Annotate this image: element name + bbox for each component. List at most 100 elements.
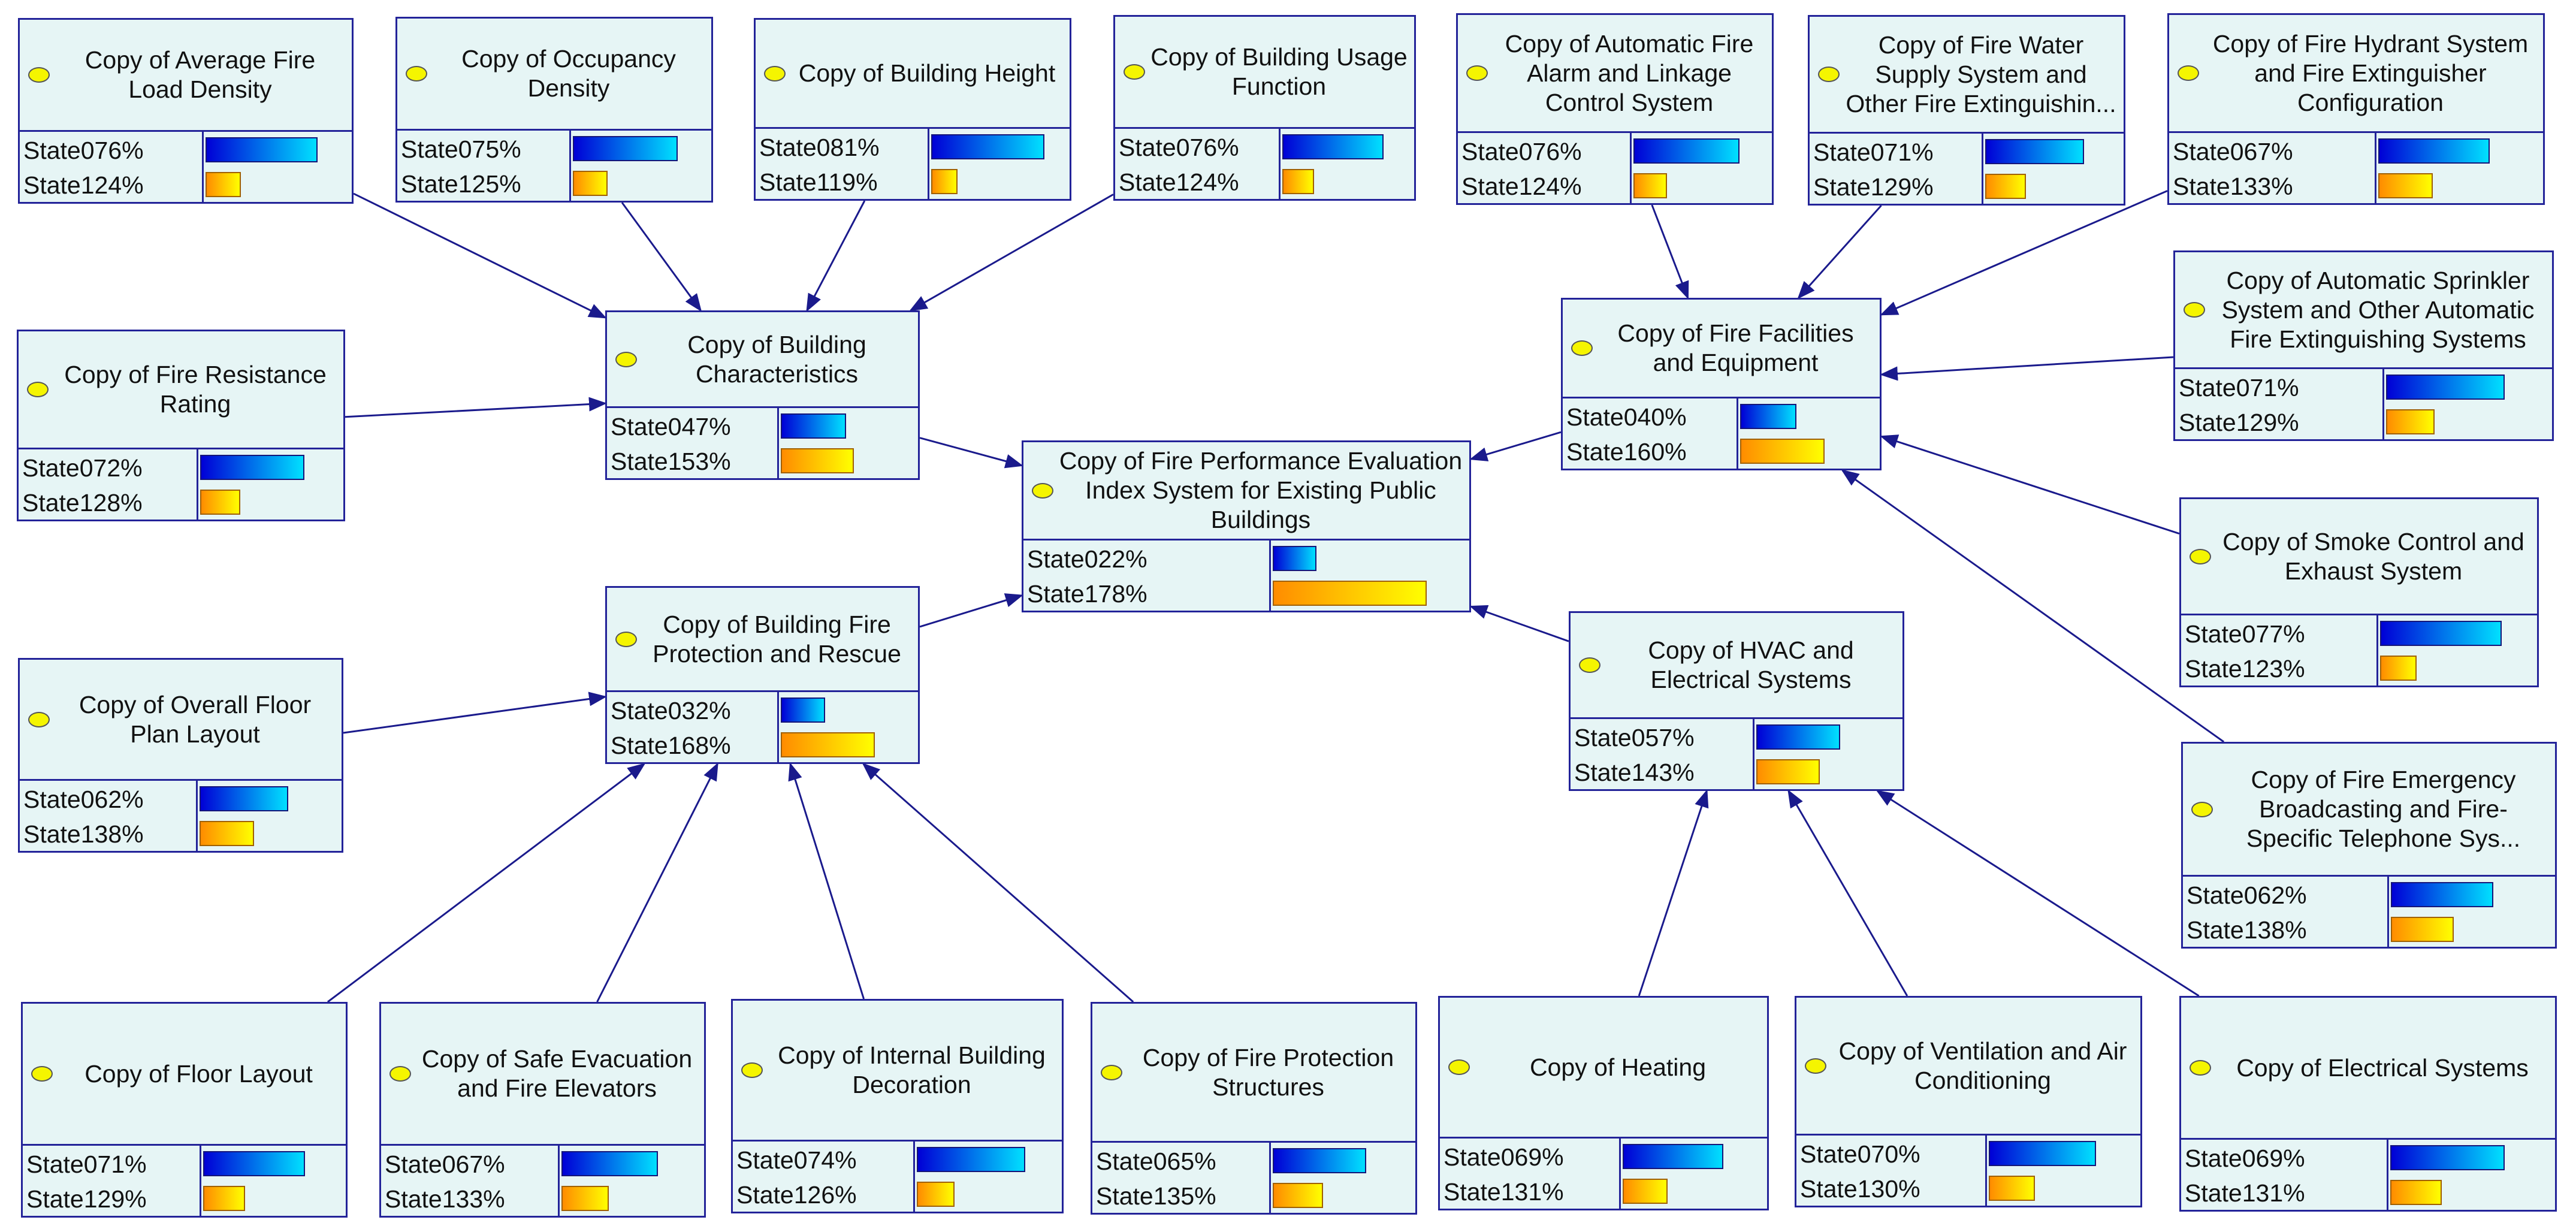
- node-title: Copy of Fire Performance Evaluation Inde…: [1059, 447, 1463, 533]
- state-row-state0[interactable]: State076%: [1115, 129, 1414, 164]
- state-row-state1[interactable]: State124%: [1115, 164, 1414, 199]
- node-header: Copy of Fire Performance Evaluation Inde…: [1023, 442, 1469, 540]
- state-row-state0[interactable]: State070%: [1796, 1136, 2140, 1171]
- state-name: State1: [2185, 655, 2256, 683]
- status-dot-icon: [1101, 1064, 1122, 1080]
- node-fire-hydrant-system-and-fire-extinguisher-configuration[interactable]: Copy of Fire Hydrant System and Fire Ext…: [2167, 13, 2545, 205]
- state-row-state1[interactable]: State129%: [23, 1181, 346, 1216]
- state-row-state1[interactable]: State130%: [1796, 1171, 2140, 1206]
- edge-n3-to-n9: [806, 200, 866, 312]
- probability-bar: [1273, 1148, 1366, 1173]
- state-row-state1[interactable]: State123%: [2181, 651, 2537, 686]
- state-row-state1[interactable]: State178%: [1023, 576, 1469, 611]
- node-automatic-fire-alarm-and-linkage-control-system[interactable]: Copy of Automatic Fire Alarm and Linkage…: [1456, 13, 1774, 205]
- state-row-state0[interactable]: State032%: [607, 693, 918, 727]
- state-row-state1[interactable]: State129%: [1810, 169, 2124, 204]
- state-row-state0[interactable]: State072%: [19, 450, 343, 485]
- status-dot-icon: [389, 1066, 411, 1082]
- node-ventilation-and-air-conditioning[interactable]: Copy of Ventilation and Air Conditioning…: [1795, 996, 2142, 1207]
- state-row-state1[interactable]: State133%: [381, 1181, 704, 1216]
- state-row-state0[interactable]: State022%: [1023, 541, 1469, 576]
- state-row-state0[interactable]: State076%: [20, 132, 352, 167]
- node-smoke-control-and-exhaust-system[interactable]: Copy of Smoke Control and Exhaust System…: [2179, 497, 2539, 687]
- state-row-state0[interactable]: State075%: [397, 131, 711, 166]
- state-row-state1[interactable]: State125%: [397, 166, 711, 201]
- node-fire-performance-evaluation-index-system-for-existing-public-buildings[interactable]: Copy of Fire Performance Evaluation Inde…: [1022, 440, 1471, 612]
- state-row-state0[interactable]: State071%: [23, 1146, 346, 1181]
- node-fire-water-supply-system-and-other-fire-extinguishin[interactable]: Copy of Fire Water Supply System and Oth…: [1808, 15, 2125, 206]
- state-name: State0: [1574, 724, 1645, 751]
- node-building-fire-protection-and-rescue[interactable]: Copy of Building Fire Protection and Res…: [605, 586, 920, 764]
- probability-bar: [2380, 656, 2417, 681]
- state-row-state1[interactable]: State135%: [1092, 1178, 1415, 1213]
- state-row-state0[interactable]: State062%: [2183, 877, 2555, 912]
- state-row-state1[interactable]: State168%: [607, 727, 918, 762]
- state-row-state0[interactable]: State057%: [1571, 720, 1902, 754]
- state-row-state1[interactable]: State138%: [2183, 912, 2555, 947]
- node-safe-evacuation-and-fire-elevators[interactable]: Copy of Safe Evacuation and Fire Elevato…: [379, 1002, 706, 1218]
- state-row-state1[interactable]: State133%: [2169, 168, 2543, 203]
- state-name: State0: [2173, 138, 2244, 165]
- state-row-state1[interactable]: State128%: [19, 485, 343, 520]
- state-row-state1[interactable]: State124%: [1458, 168, 1772, 203]
- state-row-state1[interactable]: State131%: [2181, 1175, 2555, 1210]
- state-row-state0[interactable]: State067%: [2169, 134, 2543, 168]
- state-row-state0[interactable]: State062%: [20, 781, 342, 816]
- state-row-state0[interactable]: State071%: [1810, 134, 2124, 169]
- state-row-state0[interactable]: State069%: [2181, 1140, 2555, 1175]
- state-percent: 24%: [1532, 173, 1582, 200]
- state-name: State0: [1096, 1148, 1167, 1175]
- state-row-state1[interactable]: State153%: [607, 443, 918, 478]
- node-fire-emergency-broadcasting-and-fire-specific-telephone-sys[interactable]: Copy of Fire Emergency Broadcasting and …: [2181, 742, 2557, 949]
- state-row-state0[interactable]: State047%: [607, 409, 918, 443]
- state-row-state0[interactable]: State065%: [1092, 1143, 1415, 1178]
- state-row-state0[interactable]: State071%: [2175, 370, 2552, 404]
- state-row-state0[interactable]: State040%: [1563, 399, 1880, 434]
- status-dot-icon: [764, 65, 786, 81]
- status-dot-icon: [1124, 64, 1145, 80]
- node-header: Copy of Average Fire Load Density: [20, 20, 352, 132]
- state-row-state1[interactable]: State160%: [1563, 434, 1880, 469]
- state-row-state0[interactable]: State069%: [1440, 1139, 1767, 1174]
- state-row-state1[interactable]: State131%: [1440, 1174, 1767, 1209]
- edge-n21-to-n14: [862, 763, 1134, 1003]
- state-label: State070%: [1800, 1141, 1920, 1167]
- state-row-state1[interactable]: State119%: [756, 164, 1070, 199]
- state-label: State062%: [2187, 882, 2307, 908]
- node-automatic-sprinkler-system-and-other-automatic-fire-extinguishing-systems[interactable]: Copy of Automatic Sprinkler System and O…: [2173, 250, 2554, 441]
- state-label: State153%: [611, 448, 731, 475]
- node-title: Copy of Fire Facilities and Equipment: [1617, 319, 1854, 376]
- node-header: Copy of HVAC and Electrical Systems: [1571, 613, 1902, 719]
- state-row-state0[interactable]: State074%: [733, 1142, 1062, 1177]
- state-row-state1[interactable]: State129%: [2175, 404, 2552, 439]
- state-name: State1: [611, 732, 682, 759]
- state-row-state1[interactable]: State124%: [20, 167, 352, 202]
- state-row-state0[interactable]: State067%: [381, 1146, 704, 1181]
- probability-bar: [2378, 138, 2490, 164]
- state-row-state1[interactable]: State138%: [20, 816, 342, 851]
- probability-bar: [200, 821, 254, 846]
- state-row-state0[interactable]: State076%: [1458, 134, 1772, 168]
- state-label: State057%: [1574, 724, 1695, 751]
- state-label: State160%: [1566, 439, 1687, 465]
- state-divider: [2375, 131, 2376, 203]
- state-row-state0[interactable]: State077%: [2181, 616, 2537, 651]
- state-row-state1[interactable]: State126%: [733, 1177, 1062, 1212]
- state-row-state0[interactable]: State081%: [756, 129, 1070, 164]
- state-divider: [1630, 131, 1632, 203]
- state-row-state1[interactable]: State143%: [1571, 754, 1902, 789]
